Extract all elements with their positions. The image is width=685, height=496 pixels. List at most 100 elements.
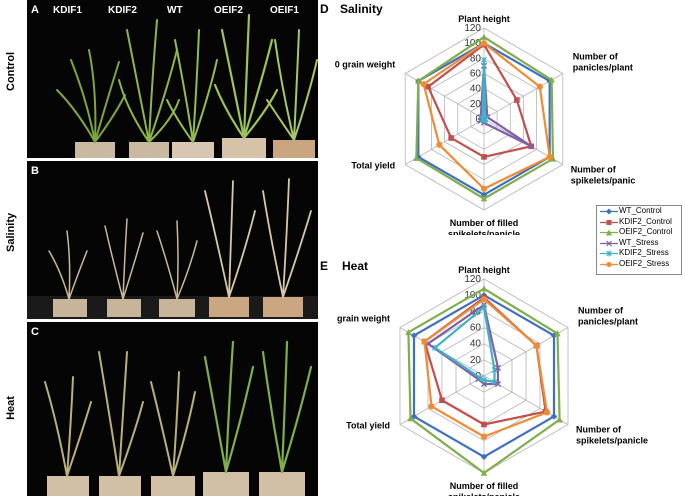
panel-letter-e: E: [320, 259, 329, 273]
series-kdif2-stress: [479, 56, 489, 124]
row-label-heat: Heat: [5, 396, 17, 420]
data-point-kdif2-stress: [481, 304, 487, 311]
data-point-oeif2-stress: [480, 296, 488, 303]
column-label-oeif1: OEIF1: [270, 5, 299, 16]
radar-tick-label: 20: [470, 99, 482, 110]
column-label-kdif2: KDIF2: [108, 5, 137, 16]
radar-axis-label-1000-grain-weight: 1000 grain weight: [335, 60, 395, 70]
series-kdif2-stress: [432, 304, 498, 386]
legend: WT_Control KDIF2_Control OEIF2_Control W…: [596, 205, 682, 275]
data-point-oeif2-control: [548, 76, 555, 83]
legend-marker-kdif2-stress: [600, 250, 618, 257]
control-plants-photo: [56, 13, 318, 158]
legend-label-oeif2-stress: OEIF2_Stress: [619, 258, 670, 268]
legend-label-kdif2-stress: KDIF2_Stress: [619, 248, 669, 257]
row-label-salinity: Salinity: [5, 212, 17, 252]
data-point-oeif2-control: [407, 415, 414, 422]
radar-axis-label-1000-grain-weight: 1000 grain weight: [335, 314, 390, 324]
column-label-wt: WT: [167, 5, 183, 16]
data-point-kdif2-control: [448, 135, 454, 141]
photo-panel-salinity: B: [27, 161, 318, 319]
column-label-kdif1: KDIF1: [53, 5, 82, 16]
data-point-kdif2-stress: [481, 377, 487, 384]
legend-label-wt-stress: WT_Stress: [619, 237, 659, 247]
data-point-oeif2-stress: [543, 409, 551, 416]
panel-letter-b: B: [31, 165, 39, 177]
legend-marker-oeif2-stress: [600, 261, 618, 267]
data-point-kdif2-stress: [477, 375, 484, 382]
data-point-kdif2-stress: [432, 344, 438, 351]
series-oeif2-stress: [421, 296, 551, 440]
data-point-oeif2-control: [480, 33, 488, 40]
data-point-wt-stress: [494, 381, 502, 388]
series-oeif2-control: [413, 33, 557, 202]
data-point-kdif2-stress: [491, 379, 498, 386]
data-point-kdif2-stress: [481, 56, 487, 63]
radar-tick-label: 120: [464, 23, 481, 34]
data-point-oeif2-stress: [428, 403, 435, 410]
data-point-oeif2-control: [549, 155, 557, 162]
series-oeif2-stress: [420, 40, 553, 192]
photo-panel-heat: C: [27, 322, 318, 496]
data-point-oeif2-stress: [480, 185, 488, 192]
data-point-kdif2-control: [481, 421, 487, 428]
data-point-wt-control: [410, 332, 418, 339]
data-point-oeif2-stress: [533, 342, 540, 349]
legend-label-wt-control: WT_Control: [619, 206, 662, 215]
data-point-wt-stress: [494, 364, 502, 371]
legend-item-wt-stress: WT_Stress: [597, 238, 681, 249]
row-label-control: Control: [5, 51, 17, 91]
data-point-kdif2-control: [439, 397, 445, 404]
radar-tick-label: 120: [464, 274, 481, 285]
data-point-oeif2-control: [415, 77, 422, 84]
radar-axis-label-plant-height: Plant height: [458, 265, 510, 275]
data-point-wt-stress: [528, 143, 535, 150]
series-oeif2-control: [405, 285, 563, 476]
photo-panel-control: A KDIF1 KDIF2 WT OEIF2 OEIF1: [27, 0, 318, 158]
data-point-oeif2-control: [556, 416, 563, 423]
data-point-oeif2-control: [480, 469, 488, 476]
legend-item-oeif2-control: OEIF2_Control: [597, 227, 681, 238]
legend-item-wt-control: WT_Control: [597, 206, 681, 217]
radar-tick-label: 60: [470, 323, 482, 334]
legend-marker-wt-stress: [600, 240, 618, 246]
data-point-kdif2-stress: [491, 366, 498, 373]
salinity-plants-photo: [27, 178, 318, 319]
radar-tick-label: 20: [470, 355, 482, 366]
legend-marker-wt-control: [600, 208, 618, 215]
panel-letter-a: A: [31, 4, 39, 16]
legend-marker-kdif2-control: [600, 219, 618, 225]
radar-tick-label: 60: [470, 69, 482, 80]
data-point-oeif2-stress: [536, 83, 543, 90]
radar-axis-label-total-yield: Total yield: [346, 421, 390, 431]
data-point-oeif2-stress: [436, 141, 443, 148]
radar-tick-label: 40: [470, 339, 482, 350]
legend-item-kdif2-stress: KDIF2_Stress: [597, 248, 681, 259]
data-point-oeif2-stress: [480, 433, 488, 440]
panel-letter-d: D: [320, 2, 329, 16]
data-point-oeif2-stress: [480, 40, 488, 47]
column-label-oeif2: OEIF2: [214, 5, 243, 16]
legend-marker-oeif2-control: [600, 229, 618, 236]
legend-item-oeif2-stress: OEIF2_Stress: [597, 259, 681, 270]
data-point-kdif2-control: [481, 154, 487, 160]
radar-tick-label: 80: [470, 53, 482, 64]
data-point-kdif2-control: [425, 83, 431, 90]
data-point-kdif2-control: [514, 97, 520, 103]
data-point-oeif2-control: [405, 328, 412, 336]
data-point-kdif2-stress: [479, 115, 486, 122]
data-point-oeif2-control: [480, 195, 488, 202]
data-point-oeif2-stress: [421, 338, 428, 345]
panel-letter-c: C: [31, 326, 39, 338]
data-point-oeif2-control: [554, 330, 561, 337]
data-point-oeif2-control: [480, 285, 488, 292]
data-point-oeif2-stress: [420, 81, 427, 88]
heat-plants-photo: [44, 340, 313, 496]
legend-label-kdif2-control: KDIF2_Control: [619, 216, 672, 226]
